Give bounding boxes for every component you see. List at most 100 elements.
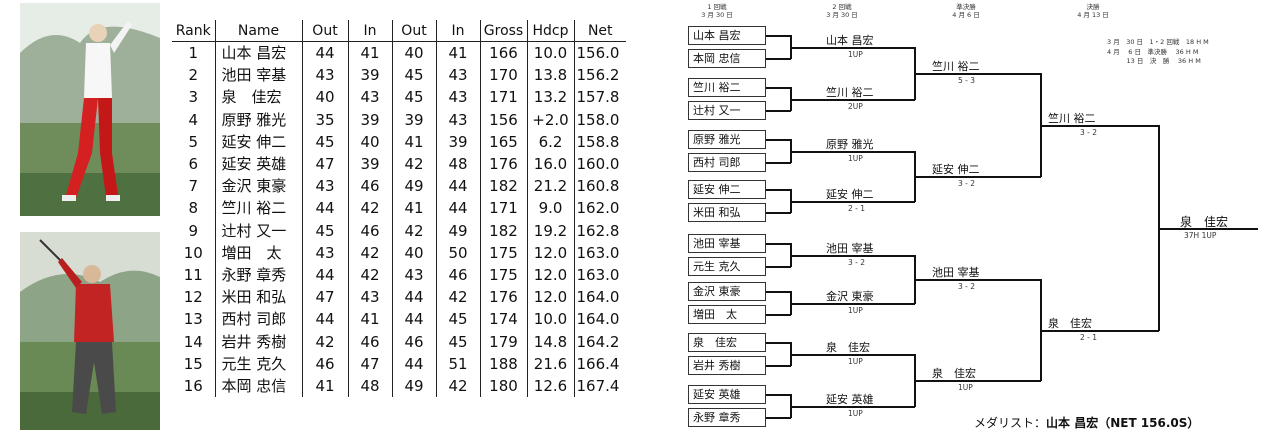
bracket-line bbox=[914, 380, 927, 382]
table-cell: 5 bbox=[188, 132, 199, 151]
round2-score: 3 - 2 bbox=[848, 258, 866, 267]
round2-score: 1UP bbox=[848, 306, 863, 315]
bracket-line bbox=[1164, 228, 1258, 230]
table-cell: 43 bbox=[347, 286, 392, 309]
schedule-line: 13 日 決 勝 36 H M bbox=[1107, 57, 1201, 65]
table-cell: 47 bbox=[301, 152, 348, 176]
schedule-line: 4 月 6 日 準決勝 36 H M bbox=[1107, 47, 1199, 56]
table-cell: 46 bbox=[391, 330, 436, 353]
table-cell: 延安 英雄 bbox=[214, 152, 302, 176]
round-name: 2 回戦 bbox=[832, 3, 852, 11]
player-box: 元生 克久 bbox=[688, 257, 766, 276]
table-cell: 40 bbox=[301, 86, 348, 109]
table-cell: 44 bbox=[301, 263, 348, 287]
table-cell: 金沢 東豪 bbox=[214, 175, 302, 198]
table-cell: 岩井 秀樹 bbox=[214, 330, 302, 353]
bracket-line bbox=[822, 255, 903, 257]
table-cell: 42 bbox=[301, 330, 348, 353]
quarter-score: 1UP bbox=[958, 383, 973, 392]
bracket-line bbox=[790, 303, 823, 305]
table-cell: 44 bbox=[301, 197, 348, 220]
bracket-line bbox=[902, 255, 915, 257]
table-cell: 48 bbox=[347, 374, 392, 397]
table-cell: 182 bbox=[479, 219, 527, 242]
table-cell: 43 bbox=[435, 86, 480, 109]
bracket-line bbox=[790, 255, 823, 257]
bracket-line bbox=[766, 365, 791, 367]
table-cell: 46 bbox=[347, 219, 392, 242]
bracket-line bbox=[914, 176, 927, 178]
table-cell: 42 bbox=[435, 374, 480, 397]
table-cell: 辻村 又一 bbox=[214, 219, 302, 242]
medalist-detail: （NET 156.0S） bbox=[1098, 416, 1200, 430]
bracket-line bbox=[790, 99, 823, 101]
table-cell: 44 bbox=[301, 308, 348, 331]
round-date: 4 月 13 日 bbox=[1077, 11, 1109, 19]
table-cell: 41 bbox=[391, 197, 436, 220]
table-cell: 1 bbox=[188, 44, 199, 63]
quarter-score: 3 - 2 bbox=[958, 282, 976, 291]
bracket-line bbox=[1016, 279, 1041, 281]
table-cell: 174 bbox=[479, 308, 527, 331]
bracket-line bbox=[766, 266, 791, 268]
bracket-line bbox=[822, 303, 903, 305]
table-cell: 増田 太 bbox=[214, 241, 302, 264]
table-cell: 45 bbox=[301, 130, 348, 153]
table-cell: 42 bbox=[347, 241, 392, 264]
quarter-score: 3 - 2 bbox=[958, 179, 976, 188]
table-cell: 泉 佳宏 bbox=[214, 86, 302, 109]
table-cell: 6.2 bbox=[526, 130, 574, 153]
bracket-line bbox=[766, 189, 791, 191]
table-cell: 42 bbox=[391, 152, 436, 176]
round2-winner: 延安 英雄 bbox=[826, 393, 874, 406]
table-cell: 43 bbox=[347, 86, 392, 109]
table-cell: 14 bbox=[183, 332, 203, 351]
table-cell: 162.0 bbox=[573, 197, 626, 220]
bracket-line bbox=[790, 406, 823, 408]
table-cell: 8 bbox=[188, 199, 199, 218]
table-cell: 179 bbox=[479, 330, 527, 353]
medalist-name: 山本 昌宏 bbox=[1046, 416, 1099, 430]
table-cell: 46 bbox=[301, 352, 348, 375]
table-cell: 40 bbox=[391, 241, 436, 264]
quarter-winner: 泉 佳宏 bbox=[932, 367, 976, 380]
bracket-line bbox=[790, 151, 823, 153]
table-cell: 166.4 bbox=[573, 352, 626, 375]
player-box: 金沢 東豪 bbox=[688, 282, 766, 301]
table-cell: 49 bbox=[435, 219, 480, 242]
table-cell: 51 bbox=[435, 352, 480, 375]
player-box: 延安 英雄 bbox=[688, 385, 766, 404]
bracket-line bbox=[822, 406, 903, 408]
table-cell: 157.8 bbox=[573, 86, 626, 109]
table-cell: 156.2 bbox=[573, 64, 626, 87]
table-cell: 21.2 bbox=[526, 175, 574, 198]
round2-winner: 池田 宰基 bbox=[826, 242, 874, 255]
bracket-line bbox=[766, 139, 791, 141]
table-cell: 163.0 bbox=[573, 241, 626, 264]
table-cell: 49 bbox=[391, 175, 436, 198]
round2-score: 1UP bbox=[848, 357, 863, 366]
round2-winner: 竺川 裕二 bbox=[826, 86, 874, 99]
table-cell: 39 bbox=[391, 108, 436, 131]
table-cell: 45 bbox=[391, 86, 436, 109]
bracket-line bbox=[1040, 330, 1045, 332]
bracket-line bbox=[766, 162, 791, 164]
table-cell: 16.0 bbox=[526, 152, 574, 176]
table-cell: 44 bbox=[301, 41, 348, 65]
round-name: 準決勝 bbox=[956, 3, 976, 11]
table-cell: 本岡 忠信 bbox=[214, 374, 302, 397]
table-cell: 39 bbox=[435, 130, 480, 153]
table-cell: 44 bbox=[391, 308, 436, 331]
table-cell: 180 bbox=[479, 374, 527, 397]
bracket-line bbox=[822, 99, 903, 101]
table-cell: 永野 章秀 bbox=[214, 263, 302, 287]
player-box: 原野 雅光 bbox=[688, 130, 766, 149]
